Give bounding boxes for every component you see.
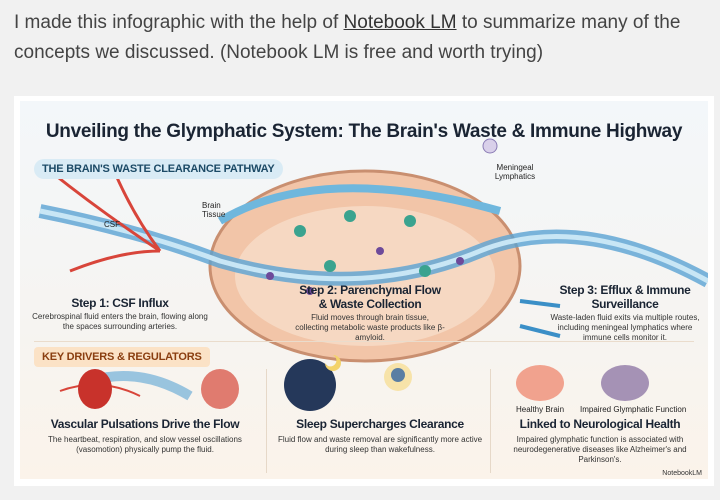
- step-title: Step 2: Parenchymal Flow & Waste Collect…: [299, 283, 441, 311]
- pathway-heading: THE BRAIN'S WASTE CLEARANCE PATHWAY: [34, 159, 283, 179]
- intro-text: I made this infographic with the help of: [14, 12, 344, 33]
- notebooklm-watermark: NotebookLM: [662, 470, 702, 477]
- notebook-lm-link[interactable]: Notebook LM: [343, 12, 457, 33]
- intro-text-end: to summarize many of the concepts we dis…: [14, 12, 681, 63]
- infographic-card: Unveiling the Glymphatic System: The Bra…: [14, 96, 714, 486]
- step-text: Fluid moves through brain tissue, collec…: [295, 313, 445, 342]
- brain-illustration: [38, 138, 708, 411]
- driver-text: Fluid flow and waste removal are signifi…: [277, 435, 483, 454]
- driver-title: Vascular Pulsations Drive the Flow: [50, 417, 240, 431]
- step-2: Step 2: Parenchymal Flow & Waste Collect…: [295, 283, 445, 343]
- drivers-heading: KEY DRIVERS & REGULATORS: [34, 347, 210, 367]
- infographic-title: Unveiling the Glymphatic System: The Bra…: [45, 121, 683, 142]
- meningeal-label: Meningeal Lymphatics: [494, 163, 536, 181]
- impaired-brain-label: Impaired Glymphatic Function: [580, 405, 687, 414]
- section-divider: [34, 341, 694, 342]
- brain-tissue-label: Brain Tissue: [202, 201, 226, 219]
- intro-paragraph: I made this infographic with the help of…: [14, 8, 714, 68]
- step-text: Waste-laden fluid exits via multiple rou…: [550, 313, 700, 342]
- column-divider: [266, 369, 267, 473]
- driver-text: Impaired glymphatic function is associat…: [513, 435, 687, 464]
- step-title: Step 3: Efflux & Immune Surveillance: [559, 283, 691, 311]
- driver-title: Linked to Neurological Health: [519, 417, 681, 431]
- step-title: Step 1: CSF Influx: [71, 296, 169, 310]
- infographic-image[interactable]: Unveiling the Glymphatic System: The Bra…: [20, 101, 708, 479]
- step-text: Cerebrospinal fluid enters the brain, fl…: [32, 312, 208, 331]
- column-divider: [490, 369, 491, 473]
- healthy-brain-label: Healthy Brain: [516, 405, 565, 414]
- csf-label: CSF: [104, 220, 120, 229]
- driver-title: Sleep Supercharges Clearance: [296, 417, 464, 431]
- driver-text: The heartbeat, respiration, and slow ves…: [48, 435, 242, 454]
